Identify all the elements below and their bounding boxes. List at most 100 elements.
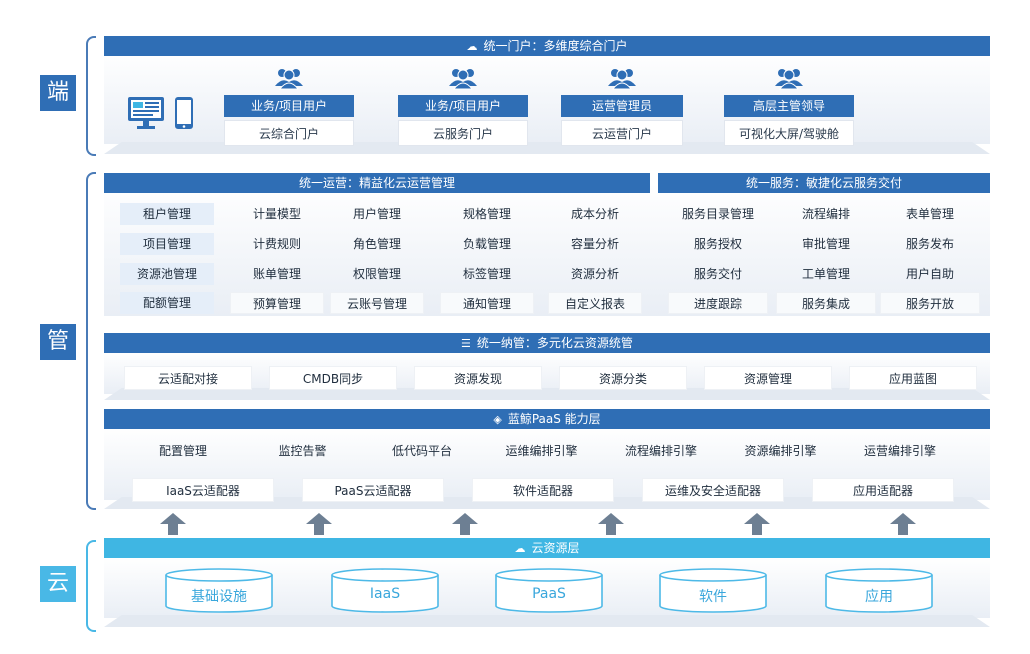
- ops-item: 租户管理: [120, 203, 214, 225]
- service-item: 审批管理: [801, 237, 850, 251]
- service-item: 服务开放: [880, 292, 980, 314]
- cloud-resource-cylinder: [331, 568, 439, 613]
- manage-floor: [104, 388, 990, 400]
- cloud-resource-label: 软件: [699, 589, 727, 605]
- users-icon: [775, 69, 803, 90]
- section-label-guan: 管: [40, 324, 76, 360]
- service-item: 服务发布: [905, 237, 954, 251]
- up-arrow-icon: [160, 513, 186, 535]
- user-role-title: 高层主管领导: [724, 95, 854, 117]
- guan-brace: [86, 172, 96, 510]
- cloud-icon: ☁: [514, 542, 526, 555]
- manage-item: 应用蓝图: [849, 366, 977, 390]
- user-portal-name: 可视化大屏/驾驶舱: [724, 120, 854, 146]
- paas-engine-item: 低代码平台: [391, 444, 452, 458]
- paas-adapter-item: PaaS云适配器: [302, 478, 444, 502]
- layers-icon: ◈: [493, 413, 502, 426]
- service-item: 服务集成: [776, 292, 876, 314]
- ops-item: 权限管理: [352, 267, 401, 281]
- paas-adapter-item: 运维及安全适配器: [642, 478, 784, 502]
- service-item: 服务授权: [693, 237, 742, 251]
- section-label-yun: 云: [40, 566, 76, 602]
- user-portal-name: 云综合门户: [224, 120, 354, 146]
- ops-item: 通知管理: [440, 292, 534, 314]
- ops-item: 角色管理: [352, 237, 401, 251]
- up-arrow-icon: [598, 513, 624, 535]
- ops-bar: 统一运营：精益化云运营管理: [104, 173, 650, 193]
- ops-item: 规格管理: [462, 207, 511, 221]
- paas-bar: ◈ 蓝鲸PaaS 能力层: [104, 409, 990, 429]
- users-icon: [608, 69, 636, 90]
- service-bar: 统一服务：敏捷化云服务交付: [658, 173, 990, 193]
- cloud-resource-cylinder: [659, 568, 767, 613]
- users-icon: [449, 69, 477, 90]
- portal-bar: ☁ 统一门户：多维度综合门户: [104, 36, 990, 56]
- database-icon: ☰: [461, 337, 471, 350]
- manage-item: 资源发现: [414, 366, 542, 390]
- cloud-resource-cylinder: [825, 568, 933, 613]
- service-item: 进度跟踪: [668, 292, 768, 314]
- ops-item: 自定义报表: [548, 292, 642, 314]
- up-arrow-icon: [890, 513, 916, 535]
- cloud-resource-label: 基础设施: [191, 589, 247, 605]
- service-bar-title: 统一服务：敏捷化云服务交付: [745, 176, 902, 190]
- user-role-title: 业务/项目用户: [398, 95, 528, 117]
- manage-item: 资源管理: [704, 366, 832, 390]
- ops-item: 标签管理: [462, 267, 511, 281]
- paas-engine-item: 流程编排引擎: [624, 444, 697, 458]
- manage-item: 云适配对接: [124, 366, 252, 390]
- cloud-resource-cylinder: [495, 568, 603, 613]
- service-item: 服务交付: [693, 267, 742, 281]
- users-icon: [275, 69, 303, 90]
- duan-brace: [86, 36, 96, 156]
- paas-bar-title: 蓝鲸PaaS 能力层: [507, 412, 601, 426]
- cloud-resource-label: IaaS: [369, 586, 401, 602]
- ops-item: 用户管理: [352, 207, 401, 221]
- service-item: 表单管理: [905, 207, 954, 221]
- ops-item: 账单管理: [252, 267, 301, 281]
- paas-adapter-item: IaaS云适配器: [132, 478, 274, 502]
- user-role-title: 业务/项目用户: [224, 95, 354, 117]
- paas-engine-item: 监控告警: [278, 444, 327, 458]
- ops-bar-title: 统一运营：精益化云运营管理: [298, 176, 455, 190]
- cloud-floor: [104, 615, 990, 627]
- cloud-bar: ☁ 云资源层: [104, 538, 990, 558]
- yun-brace: [86, 540, 96, 632]
- up-arrow-icon: [452, 513, 478, 535]
- paas-engine-item: 运维编排引擎: [505, 444, 578, 458]
- manage-item: 资源分类: [559, 366, 687, 390]
- portal-bar-title: 统一门户：多维度综合门户: [483, 39, 628, 53]
- manage-bar: ☰ 统一纳管：多元化云资源统管: [104, 333, 990, 353]
- section-label-duan: 端: [40, 75, 76, 111]
- manage-bar-title: 统一纳管：多元化云资源统管: [476, 336, 633, 350]
- cloud-bar-title: 云资源层: [531, 541, 580, 555]
- cloud-resource-label: 应用: [865, 589, 893, 605]
- up-arrow-icon: [744, 513, 770, 535]
- phone-icon: [175, 97, 193, 129]
- user-portal-name: 云运营门户: [561, 120, 683, 146]
- ops-item: 负载管理: [462, 237, 511, 251]
- user-portal-name: 云服务门户: [398, 120, 528, 146]
- user-role-title: 运营管理员: [561, 95, 683, 117]
- ops-item: 计量模型: [252, 207, 301, 221]
- manage-item: CMDB同步: [269, 366, 397, 390]
- monitor-icon: [128, 97, 164, 129]
- ops-item: 资源分析: [570, 267, 619, 281]
- ops-item: 预算管理: [230, 292, 324, 314]
- paas-engine-item: 运营编排引擎: [863, 444, 936, 458]
- paas-adapter-item: 应用适配器: [812, 478, 954, 502]
- up-arrow-icon: [306, 513, 332, 535]
- service-item: 用户自助: [905, 267, 954, 281]
- service-item: 流程编排: [801, 207, 850, 221]
- paas-adapter-item: 软件适配器: [472, 478, 614, 502]
- paas-engine-item: 资源编排引擎: [744, 444, 817, 458]
- cloud-resource-label: PaaS: [532, 586, 566, 602]
- ops-item: 资源池管理: [120, 263, 214, 285]
- ops-item: 云账号管理: [330, 292, 424, 314]
- ops-item: 成本分析: [570, 207, 619, 221]
- cloud-people-icon: ☁: [466, 40, 478, 53]
- service-item: 服务目录管理: [681, 207, 754, 221]
- cloud-resource-cylinder: [165, 568, 273, 613]
- ops-item: 项目管理: [120, 233, 214, 255]
- ops-item: 配额管理: [120, 292, 214, 314]
